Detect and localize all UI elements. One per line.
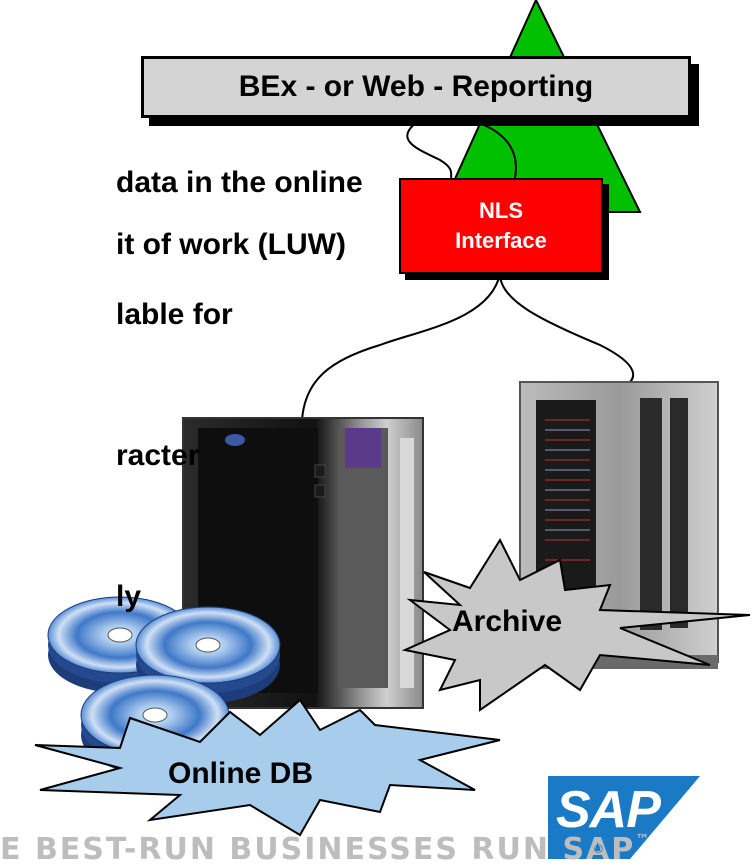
sap-logo-text: SAP bbox=[556, 781, 661, 839]
reporting-box: BEx - or Web - Reporting bbox=[141, 56, 691, 118]
cable-reporting-to-nls-left bbox=[406, 119, 456, 181]
reporting-label: BEx - or Web - Reporting bbox=[238, 70, 594, 103]
bullet-line-2: it of work (LUW) bbox=[116, 228, 346, 261]
cable-nls-to-archive bbox=[499, 273, 635, 389]
nls-interface-box: NLS Interface bbox=[399, 178, 603, 274]
nls-label-line2: Interface bbox=[455, 228, 547, 253]
cable-nls-to-server bbox=[301, 273, 501, 421]
footer-trademark: ™ bbox=[635, 832, 652, 848]
footer-tagline-text: E BEST-RUN BUSINESSES RUN SAP bbox=[0, 832, 636, 867]
sap-logo-registered: ® bbox=[594, 842, 603, 856]
nls-label-line1: NLS bbox=[479, 198, 523, 224]
bullet-line-5: ly bbox=[116, 580, 142, 613]
footer-tagline: E BEST-RUN BUSINESSES RUN SAP™ bbox=[0, 832, 651, 867]
online-db-label: Online DB bbox=[168, 757, 314, 790]
archive-label: Archive bbox=[452, 605, 563, 638]
online-db-starburst bbox=[34, 698, 501, 837]
sap-logo bbox=[548, 776, 700, 859]
archive-starburst bbox=[401, 537, 751, 712]
bullet-line-3: lable for bbox=[116, 298, 233, 331]
bullet-line-1: data in the online bbox=[116, 166, 363, 199]
bullet-line-4: racter bbox=[116, 439, 200, 472]
cable-reporting-to-nls-right bbox=[469, 119, 517, 179]
